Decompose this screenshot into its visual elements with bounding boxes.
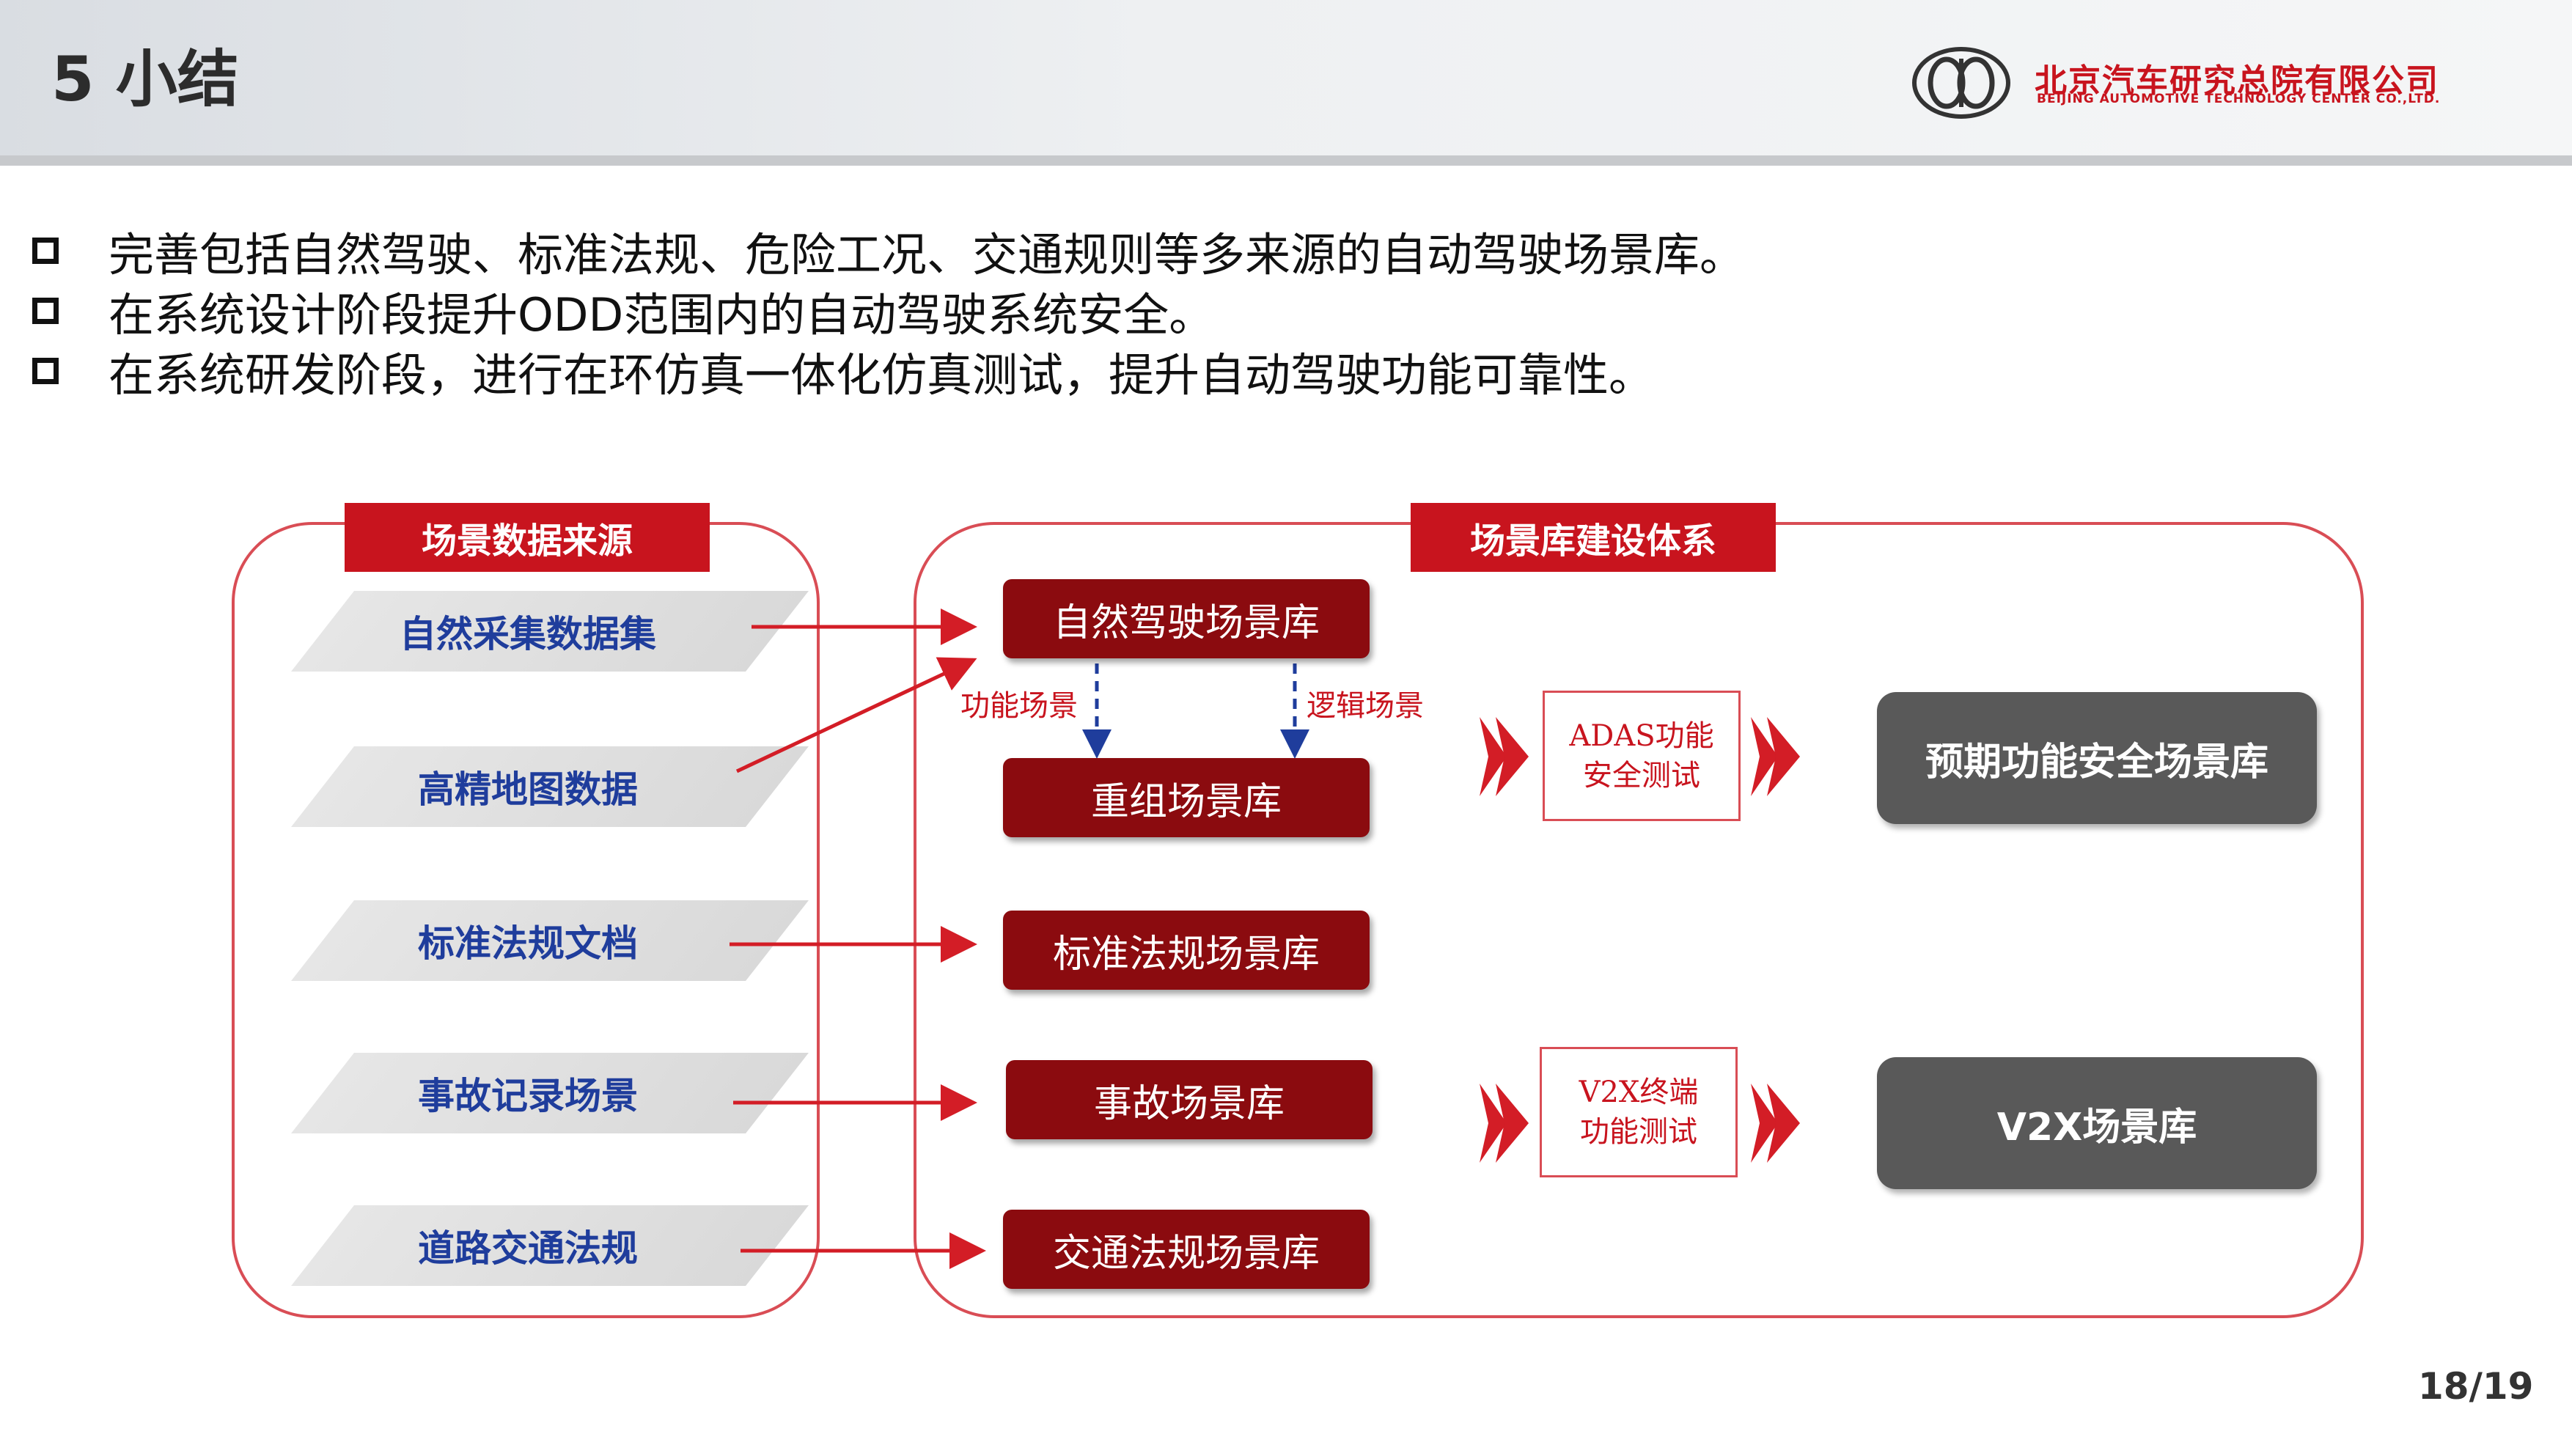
header-bar [0, 0, 2572, 164]
bullet-text: 在系统研发阶段，进行在环仿真一体化仿真测试，提升自动驾驶功能可靠性。 [109, 348, 1655, 402]
source-accident: 事故记录场景 [418, 1075, 638, 1117]
chevron-arrow-icon [1496, 1084, 1529, 1163]
source-hd-map: 高精地图数据 [418, 768, 638, 811]
chevron-arrow-icon [1751, 717, 1778, 796]
company-name-cn: 北京汽车研究总院有限公司 [2035, 62, 2439, 100]
chevron-arrow-icon [1480, 1084, 1507, 1163]
bullet-item: 在系统设计阶段提升ODD范围内的自动驾驶系统安全。 [32, 282, 1214, 342]
bullet-square-icon [32, 298, 59, 324]
bullet-text: 在系统设计阶段提升ODD范围内的自动驾驶系统安全。 [109, 288, 1215, 342]
chevron-arrow-icon [1751, 1084, 1778, 1163]
chevron-arrow-icon [1496, 717, 1529, 796]
bullet-item: 完善包括自然驾驶、标准法规、危险工况、交通规则等多来源的自动驾驶场景库。 [32, 221, 1745, 282]
adas-safety-test: ADAS功能 安全测试 [1543, 691, 1741, 821]
label-functional-scenario: 功能场景 [960, 689, 1078, 723]
sources-title: 场景数据来源 [345, 503, 710, 572]
library-traffic-law: 交通法规场景库 [1003, 1210, 1370, 1289]
library-recombined: 重组场景库 [1003, 758, 1370, 837]
adas-test-line2: 安全测试 [1583, 759, 1700, 793]
library-natural-driving: 自然驾驶场景库 [1003, 579, 1370, 658]
library-accident: 事故场景库 [1006, 1060, 1373, 1139]
source-standards: 标准法规文档 [418, 922, 638, 965]
v2x-scenario-library: V2X场景库 [1877, 1057, 2317, 1189]
v2x-function-test: V2X终端 功能测试 [1540, 1047, 1738, 1177]
header-divider [0, 155, 2572, 166]
bullet-square-icon [32, 358, 59, 384]
company-logo-icon [1912, 47, 2010, 119]
chevron-arrow-icon [1767, 717, 1800, 796]
company-name-en: BEIJING AUTOMOTIVE TECHNOLOGY CENTER CO.… [2037, 92, 2441, 106]
label-logical-scenario: 逻辑场景 [1307, 689, 1424, 723]
bullet-square-icon [32, 238, 59, 264]
bullet-item: 在系统研发阶段，进行在环仿真一体化仿真测试，提升自动驾驶功能可靠性。 [32, 342, 1654, 402]
library-title: 场景库建设体系 [1411, 503, 1776, 572]
library-standards: 标准法规场景库 [1003, 911, 1370, 990]
v2x-test-line2: 功能测试 [1580, 1115, 1697, 1149]
page-title: 5 小结 [51, 43, 239, 115]
adas-test-line1: ADAS功能 [1569, 719, 1714, 753]
v2x-test-line1: V2X终端 [1579, 1076, 1699, 1109]
source-traffic-law: 道路交通法规 [418, 1227, 638, 1270]
page-number: 18/19 [2418, 1365, 2534, 1408]
bullet-text: 完善包括自然驾驶、标准法规、危险工况、交通规则等多来源的自动驾驶场景库。 [109, 228, 1746, 282]
chevron-arrow-icon [1480, 717, 1507, 796]
chevron-arrow-icon [1767, 1084, 1800, 1163]
sotif-scenario-library: 预期功能安全场景库 [1877, 692, 2317, 824]
arrow-hdmap [735, 657, 977, 773]
source-natural-data: 自然采集数据集 [400, 613, 656, 655]
